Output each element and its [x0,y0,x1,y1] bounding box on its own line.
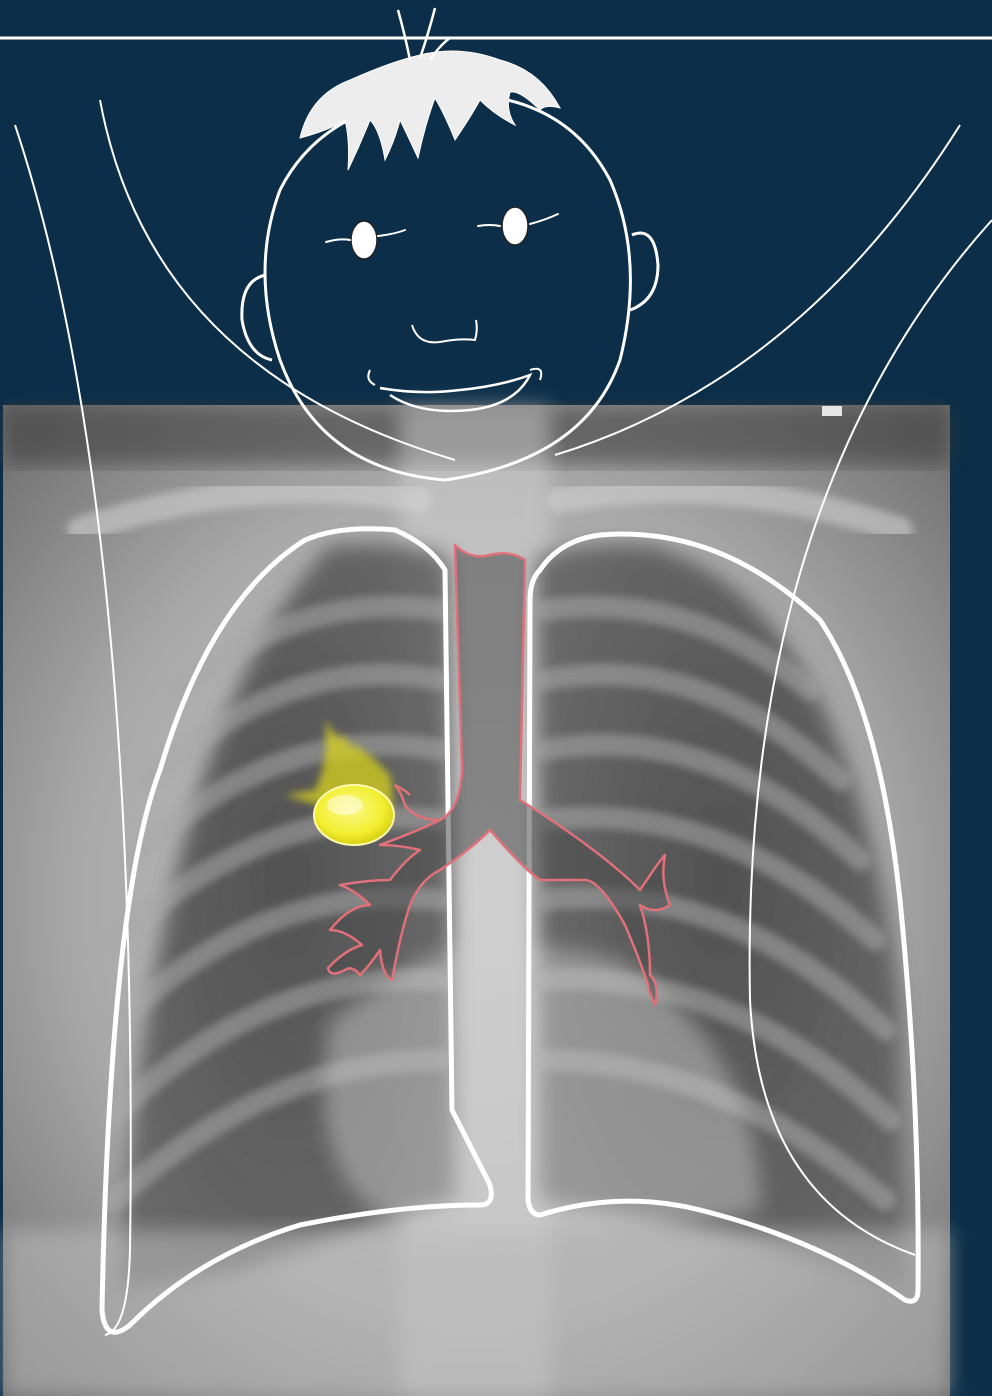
left-eye [351,221,377,259]
right-eye [502,207,528,245]
right-ear [630,233,658,310]
hair [300,51,560,170]
left-ear [242,275,272,360]
nose [412,320,477,342]
